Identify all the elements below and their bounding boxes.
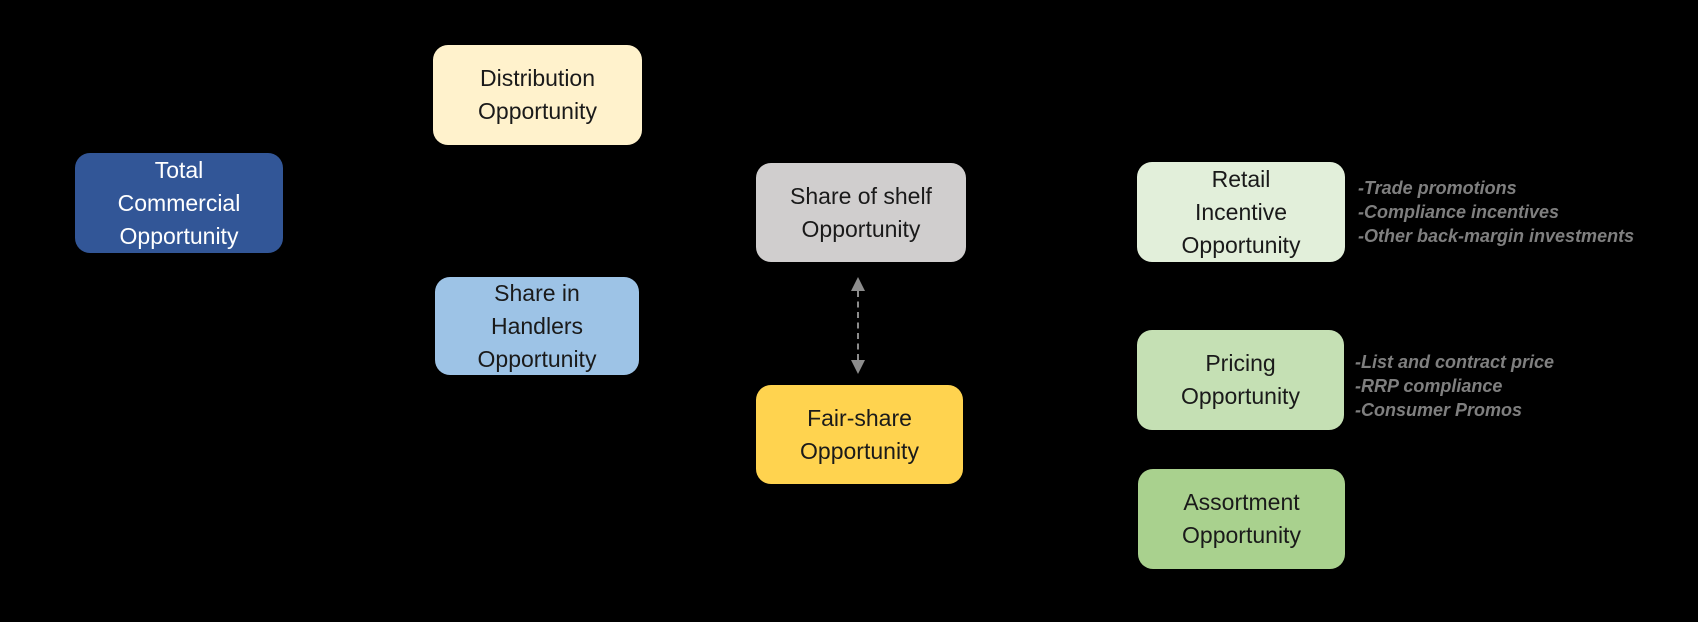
node-pricing-opportunity: Pricing Opportunity xyxy=(1137,330,1344,430)
node-total-commercial-opportunity: Total Commercial Opportunity xyxy=(75,153,283,253)
dashed-connector-line xyxy=(857,291,859,360)
annotation-line: -Other back-margin investments xyxy=(1358,226,1635,246)
node-distribution-opportunity: Distribution Opportunity xyxy=(433,45,642,145)
node-fair-share-opportunity: Fair-share Opportunity xyxy=(756,385,963,484)
annotation-line: -Compliance incentives xyxy=(1358,202,1560,222)
node-retail-incentive-opportunity: Retail Incentive Opportunity xyxy=(1137,162,1345,262)
annotation-line: -RRP compliance xyxy=(1355,376,1503,396)
annotation-line: -Trade promotions xyxy=(1358,178,1517,198)
double-headed-dashed-arrow xyxy=(850,277,866,374)
node-share-in-handlers-opportunity: Share in Handlers Opportunity xyxy=(435,277,639,375)
node-assortment-opportunity: Assortment Opportunity xyxy=(1138,469,1345,569)
pricing-annotations: -List and contract price -RRP compliance… xyxy=(1355,350,1554,422)
annotation-line: -Consumer Promos xyxy=(1355,400,1523,420)
annotation-line: -List and contract price xyxy=(1355,352,1555,372)
arrowhead-down-icon xyxy=(851,360,865,374)
retail-incentive-annotations: -Trade promotions -Compliance incentives… xyxy=(1358,176,1634,248)
node-share-of-shelf-opportunity: Share of shelf Opportunity xyxy=(756,163,966,262)
arrowhead-up-icon xyxy=(851,277,865,291)
